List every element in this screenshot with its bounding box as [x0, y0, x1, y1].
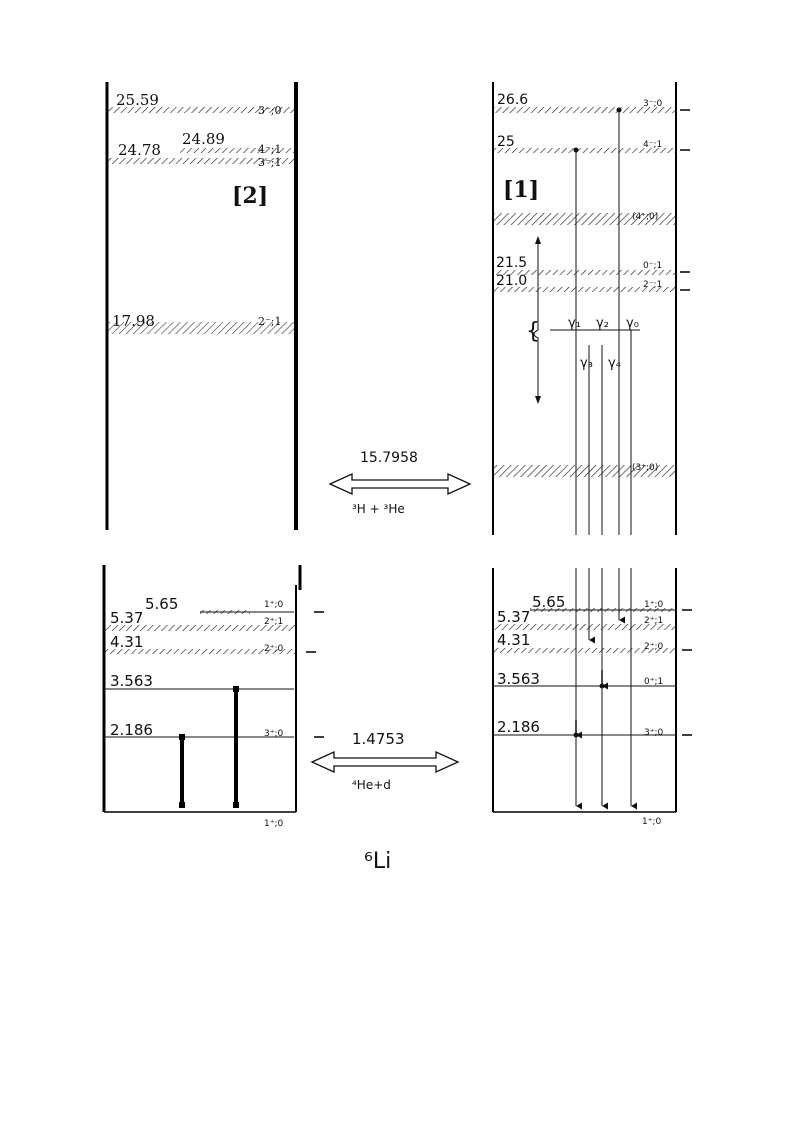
level-energy-label: 2.186 [497, 718, 540, 736]
level-band-17-98 [108, 322, 294, 334]
level-band-25 [494, 148, 675, 153]
left-bottom-panel: 5.65 1⁺;0 5.37 2⁺;1 4.31 2⁺;0 3.563 2.18… [102, 565, 324, 829]
level-jpi-label: 1⁺;0 [264, 600, 284, 610]
level-band-24-78 [108, 158, 294, 164]
level-energy-label: 5.65 [532, 593, 565, 611]
level-jpi-label: 3⁻;0 [258, 104, 282, 117]
reference-label: [2] [232, 183, 268, 209]
level-jpi-label: 0⁻;1 [643, 261, 662, 271]
level-jpi-label: 2⁻;1 [258, 315, 282, 328]
level-jpi-label: 3⁺;0 [644, 728, 664, 738]
level-jpi-label: 2⁺;1 [644, 616, 663, 626]
level-jpi-label: 0⁺;1 [644, 677, 663, 687]
gamma-label: γ₂ [596, 316, 609, 331]
level-band-26-6 [494, 107, 675, 113]
level-jpi-label: 3⁺;0 [264, 729, 284, 739]
level-energy-label: 4.31 [110, 633, 143, 651]
level-jpi-label: 2⁻;1 [643, 280, 662, 290]
level-jpi-label: 1⁺;0 [644, 600, 664, 610]
gamma-label: γ₁ [568, 316, 581, 331]
threshold-value: 1.4753 [352, 730, 405, 748]
double-arrow-icon [310, 750, 460, 774]
level-band-25-59 [108, 107, 294, 113]
double-arrow-icon [328, 472, 472, 496]
level-band-4plus [494, 213, 675, 225]
gamma-label: γ₀ [626, 316, 639, 331]
level-energy-label: 21.0 [496, 273, 527, 289]
left-top-panel: 25.59 3⁻;0 24.78 24.89 4⁻;1 3⁻;1 [2] 17.… [105, 82, 298, 530]
level-energy-label: 25 [497, 134, 515, 150]
threshold-4he-d: 1.4753 ⁴He+d [310, 730, 460, 792]
level-energy-label: 21.5 [496, 255, 527, 271]
threshold-channel: ³H + ³He [352, 502, 405, 516]
threshold-channel: ⁴He+d [352, 778, 391, 792]
level-energy-label: 26.6 [497, 92, 528, 108]
ground-jpi-label: 1⁺;0 [642, 817, 662, 827]
level-energy-label: 5.65 [145, 595, 178, 613]
level-energy-label: 24.78 [118, 141, 161, 159]
brace-symbol: { [526, 319, 540, 344]
level-energy-label: 3.563 [110, 672, 153, 690]
level-energy-label: 24.89 [182, 130, 225, 148]
level-energy-label: 25.59 [116, 91, 159, 109]
level-jpi-label: 4⁻;1 [643, 140, 662, 150]
level-jpi-label: 2⁺;1 [264, 617, 283, 627]
level-energy-label: 3.563 [497, 670, 540, 688]
level-energy-label: 17.98 [112, 312, 155, 330]
level-jpi-label: 3⁻;1 [258, 156, 282, 169]
level-energy-label: 5.37 [497, 608, 530, 626]
level-energy-label: 2.186 [110, 721, 153, 739]
level-jpi-label: 2⁺;0 [644, 642, 664, 652]
level-energy-label: 4.31 [497, 631, 530, 649]
level-jpi-label: 3⁻;0 [643, 99, 663, 109]
ground-jpi-label: 1⁺;0 [264, 819, 284, 829]
level-jpi-label: 4⁻;1 [258, 143, 282, 156]
level-band-21-0 [494, 287, 675, 292]
nucleus-label: ⁶Li [364, 849, 391, 874]
level-jpi-label: (3⁺;0) [632, 463, 658, 473]
level-band-24-89 [180, 148, 294, 153]
level-band-21-5 [494, 270, 675, 275]
level-band-3plus [494, 465, 675, 477]
threshold-3h-3he: 15.7958 ³H + ³He [328, 450, 472, 516]
level-energy-label: 5.37 [110, 609, 143, 627]
threshold-value: 15.7958 [360, 450, 418, 466]
reference-label: [1] [503, 177, 539, 203]
gamma-label: γ₄ [608, 356, 621, 371]
right-top-panel: 26.6 3⁻;0 25 4⁻;1 [1] (4⁺;0) 21.5 0⁻;1 2… [492, 82, 690, 535]
level-jpi-label: (4⁺;0) [632, 212, 658, 222]
right-bottom-panel: 5.65 1⁺;0 5.37 2⁺;1 4.31 2⁺;0 3.563 0⁺;1… [492, 568, 692, 827]
level-jpi-label: 2⁺;0 [264, 644, 284, 654]
gamma-label: γ₃ [580, 356, 593, 371]
